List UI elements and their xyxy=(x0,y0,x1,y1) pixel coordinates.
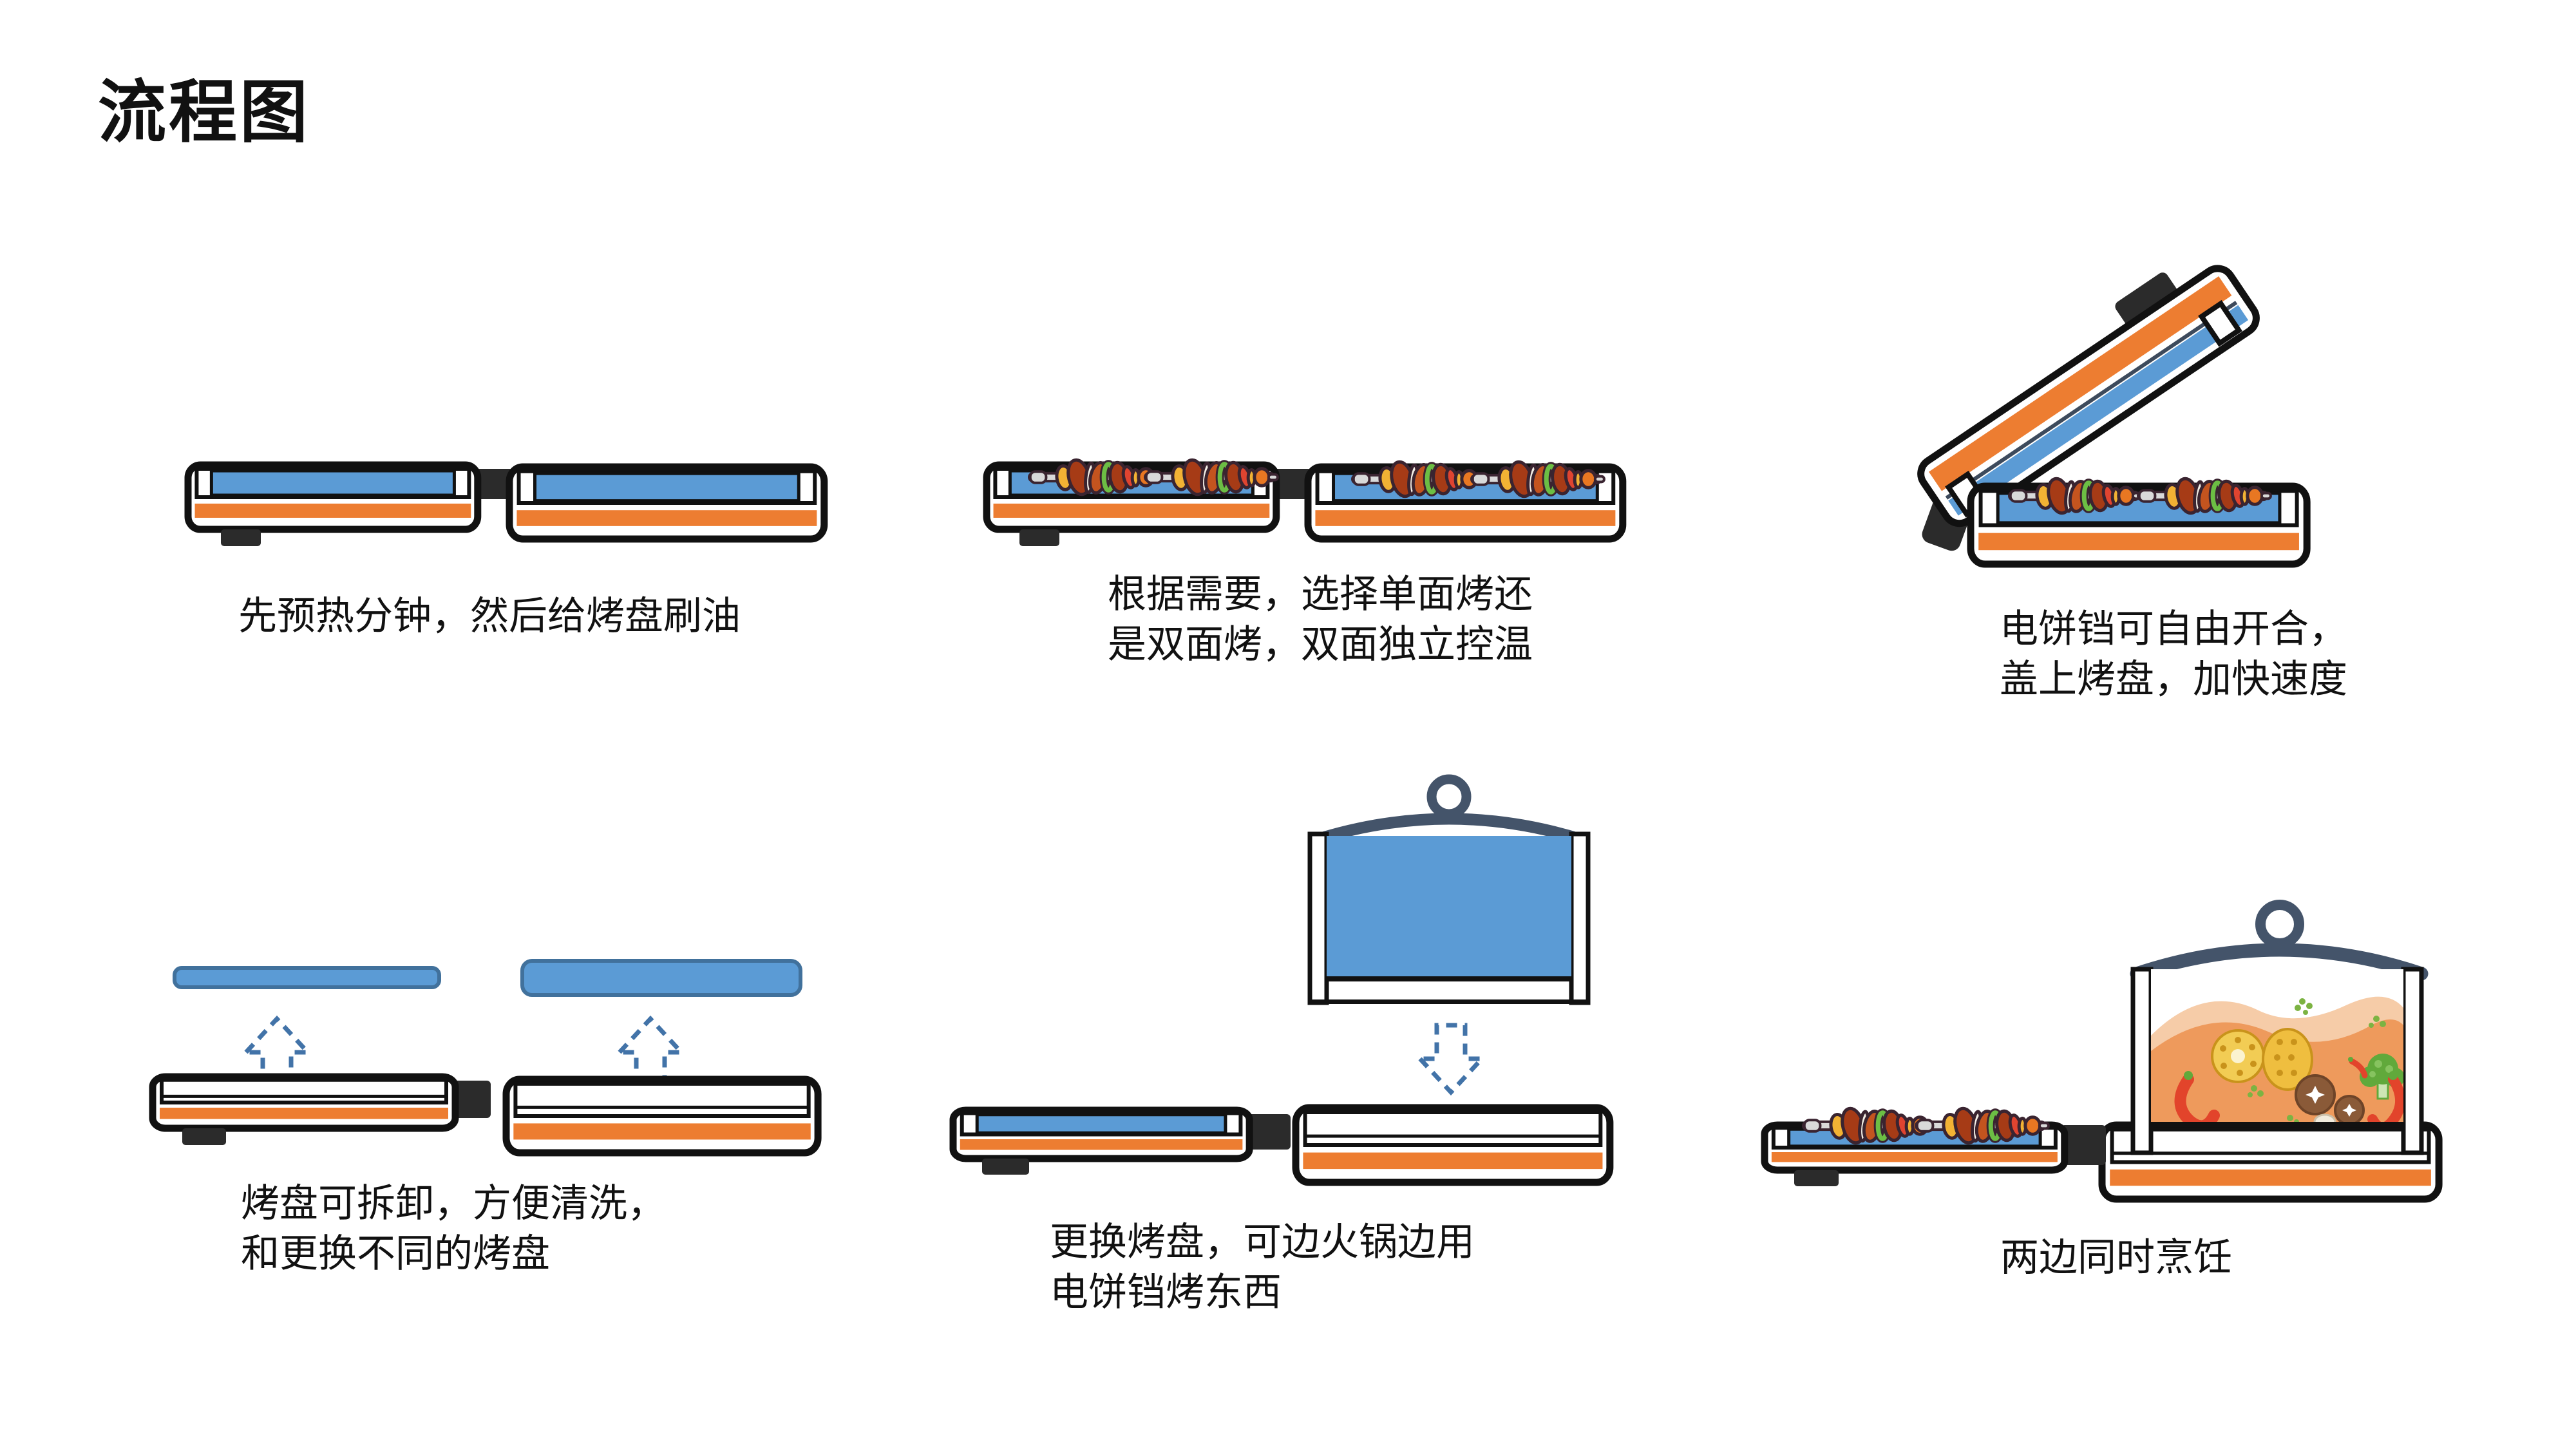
step5-illustration xyxy=(953,774,1610,1182)
step2-illustration xyxy=(987,458,1623,546)
hinge xyxy=(1272,469,1312,499)
step4-caption: 烤盘可拆卸，方便清洗， 和更换不同的烤盘 xyxy=(241,1179,666,1279)
hinge xyxy=(473,469,513,499)
removed-plate-right xyxy=(520,959,802,997)
step5-caption: 更换烤盘，可边火锅边用 电饼铛烤东西 xyxy=(1050,1217,1475,1318)
step3-caption: 电饼铛可自由开合， 盖上烤盘，加快速度 xyxy=(2000,604,2347,705)
caption-line: 烤盘可拆卸，方便清洗， xyxy=(241,1182,666,1225)
lid-notch xyxy=(2198,299,2242,347)
hotpot-icon xyxy=(2130,900,2429,1155)
caption-line: 电饼铛可自由开合， xyxy=(2000,607,2347,650)
hotpot-lid-icon xyxy=(1307,774,1591,1005)
pan-right xyxy=(1296,1108,1610,1182)
caption-line: 根据需要，选择单面烤还 xyxy=(1108,573,1533,616)
removed-plate-left xyxy=(173,966,441,989)
foot xyxy=(1794,1170,1839,1186)
pan-left xyxy=(188,465,478,529)
step2-caption: 根据需要，选择单面烤还 是双面烤，双面独立控温 xyxy=(1063,569,1578,670)
step6-illustration xyxy=(1765,900,2439,1199)
step4-illustration xyxy=(153,959,818,1153)
up-arrow-icon xyxy=(620,1019,681,1086)
caption-line: 和更换不同的烤盘 xyxy=(241,1232,550,1275)
caption-line: 先预热分钟，然后给烤盘刷油 xyxy=(238,594,741,638)
down-arrow-icon xyxy=(1420,1025,1482,1092)
foot xyxy=(982,1159,1029,1175)
caption-line: 电饼铛烤东西 xyxy=(1050,1271,1282,1314)
caption-line: 更换烤盘，可边火锅边用 xyxy=(1050,1220,1475,1264)
caption-line: 是双面烤，双面独立控温 xyxy=(1108,623,1533,666)
lid-handle xyxy=(2115,272,2179,328)
step1-caption: 先预热分钟，然后给烤盘刷油 xyxy=(232,591,747,641)
pan-right xyxy=(506,1079,818,1153)
pan-left xyxy=(953,1110,1249,1159)
foot xyxy=(221,529,261,546)
pan-left xyxy=(153,1077,455,1128)
step6-caption: 两边同时烹饪 xyxy=(2000,1233,2232,1283)
step1-illustration xyxy=(188,465,824,546)
hinge xyxy=(2061,1125,2106,1165)
foot xyxy=(1019,529,1059,546)
corn-icon xyxy=(2211,1028,2313,1091)
caption-line: 盖上烤盘，加快速度 xyxy=(2000,658,2347,701)
pan-right xyxy=(509,467,824,539)
open-lid xyxy=(1917,265,2260,527)
hinge xyxy=(1247,1114,1291,1150)
foot xyxy=(182,1128,226,1145)
hinge xyxy=(452,1081,491,1118)
page-title: 流程图 xyxy=(98,75,310,151)
step3-illustration xyxy=(1917,265,2307,564)
caption-line: 两边同时烹饪 xyxy=(2000,1236,2232,1279)
